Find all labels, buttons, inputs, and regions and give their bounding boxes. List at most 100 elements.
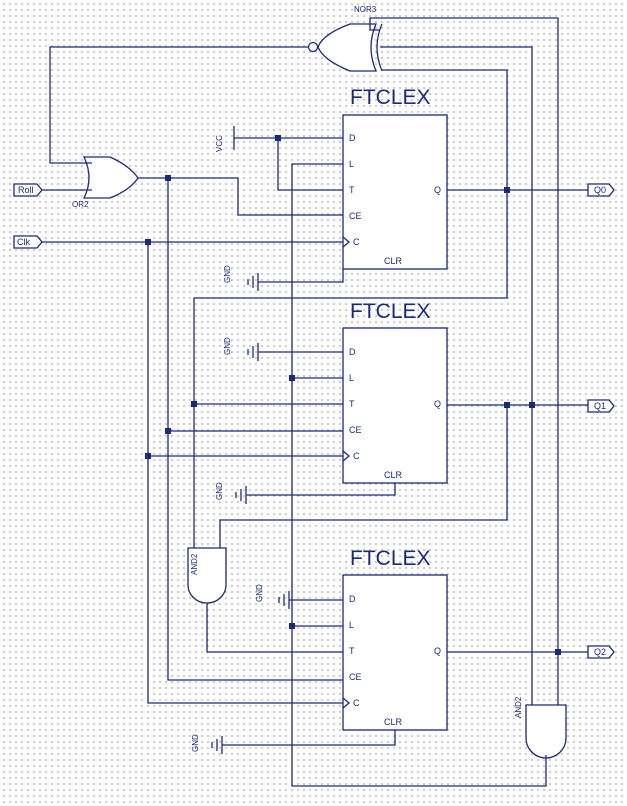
nor3-gate-input-curve [376,23,383,72]
clk-input-port-label: Clk [17,237,30,247]
junction-l-2 [289,375,295,381]
q2-output-port[interactable]: Q2 [587,645,615,659]
flipflop-1-pin-c: C [353,237,360,247]
nor3-gate-body [317,23,377,72]
wire-gnd-to-clr2 [246,483,396,496]
flipflop-2-pin-ce: CE [349,425,362,435]
junction-or-out [165,175,171,181]
and2-gate-middle-body [187,547,227,604]
q0-output-port[interactable]: Q0 [587,183,615,197]
nor3-gate[interactable]: NOR3 [307,5,383,72]
junction-q0 [504,187,510,193]
flipflop-3-pin-d: D [349,594,356,604]
flipflop-1-pin-clr: CLR [384,256,403,266]
or2-gate[interactable]: OR2 [72,156,139,209]
flipflop-3-pin-clr: CLR [384,717,403,727]
roll-input-port[interactable]: Roll [13,183,43,197]
junction-l-3 [289,623,295,629]
flipflop-1-body [342,114,448,270]
flipflop-3[interactable]: FTCLEX D L T CE C CLR Q [342,547,448,731]
flipflop-2-body [342,327,448,484]
flipflop-2-pin-clr: CLR [384,470,403,480]
and2-gate-bottom-label: AND2 [514,696,523,718]
flipflop-2-pin-t: T [349,399,355,409]
roll-input-port-shape [13,183,43,197]
flipflop-3-pin-c: C [353,698,360,708]
q0-output-port-label: Q0 [594,185,606,195]
flipflop-1-title: FTCLEX [350,86,431,109]
wire-gnd-to-clr1 [258,269,344,283]
flipflop-1-pin-q: Q [434,185,441,195]
flipflop-2-pin-d: D [349,347,356,357]
nor3-gate-bubble [307,41,319,53]
gnd-3-label: GND [215,482,224,500]
gnd-symbol-4: GND [255,584,290,609]
wire-clk-to-c3 [147,242,343,704]
or2-gate-label: OR2 [72,200,89,209]
flipflop-2-pin-c: C [353,451,360,461]
flipflop-2-clock-marker [342,450,351,462]
q1-output-port[interactable]: Q1 [587,399,615,413]
and2-gate-middle[interactable]: AND2 [187,547,227,604]
junction-vcc [275,135,281,141]
vcc-symbol: VCC [215,126,235,152]
wire-or-to-ce1 [138,177,343,216]
wire-and-mid-to-t3 [206,603,343,653]
flipflop-3-title: FTCLEX [350,547,431,570]
q1-output-port-shape [587,399,615,413]
gnd-2-label: GND [223,337,232,355]
wire-vcc-to-t1 [277,138,343,191]
wire-nor-to-or [49,46,308,164]
flipflop-1-clock-marker [342,236,351,248]
wire-q0-to-and-mid [193,190,508,548]
wire-q2-to-nor [369,17,559,652]
q1-output-port-label: Q1 [594,401,606,411]
flipflop-2-title: FTCLEX [350,300,431,323]
flipflop-3-pin-l: L [349,620,354,630]
wire-q1-to-and-mid [219,405,508,548]
gnd-1-label: GND [223,265,232,283]
flipflop-3-clock-marker [342,697,351,709]
junction-q2 [555,649,561,655]
or2-gate-body [82,156,139,199]
clk-input-port-shape [13,235,43,249]
wires [42,17,588,787]
junction-or-ce2 [165,428,171,434]
wire-l-bus [291,163,547,787]
gnd-symbol-5: GND [191,734,223,754]
gnd-5-label: GND [191,734,200,752]
flipflop-3-pin-ce: CE [349,672,362,682]
q2-output-port-label: Q2 [594,647,606,657]
junction-q1-a [504,402,510,408]
junction-q1-b [529,402,535,408]
wire-q0-to-nor [381,69,508,190]
wire-or-to-ce3 [167,178,343,681]
q2-output-port-shape [587,645,615,659]
junction-clk-2 [145,453,151,459]
wire-q1-to-nor [380,46,533,405]
q0-output-port-shape [587,183,615,197]
junction-q0-t2 [191,401,197,407]
junction-clk-1 [145,239,151,245]
and2-gate-bottom[interactable]: AND2 [514,696,567,759]
clk-input-port[interactable]: Clk [13,235,43,249]
and2-gate-bottom-body [525,704,567,759]
flipflop-1-pin-t: T [349,185,355,195]
flipflop-3-pin-q: Q [434,646,441,656]
flipflop-1-pin-l: L [349,159,354,169]
flipflop-2[interactable]: FTCLEX D L T CE C CLR Q [342,300,448,484]
gnd-symbol-3: GND [215,482,247,504]
nor3-gate-label: NOR3 [354,5,377,14]
roll-input-port-label: Roll [18,185,34,195]
gnd-4-label: GND [255,584,264,602]
flipflop-1[interactable]: FTCLEX D L T CE C CLR Q [342,86,448,270]
vcc-label: VCC [215,135,224,152]
flipflop-1-pin-ce: CE [349,211,362,221]
flipflop-2-pin-l: L [349,373,354,383]
flipflop-3-pin-t: T [349,646,355,656]
flipflop-1-pin-d: D [349,133,356,143]
wire-gnd-to-clr3 [222,730,396,746]
gnd-symbol-2: GND [223,337,259,361]
and2-gate-middle-label: AND2 [190,553,199,575]
